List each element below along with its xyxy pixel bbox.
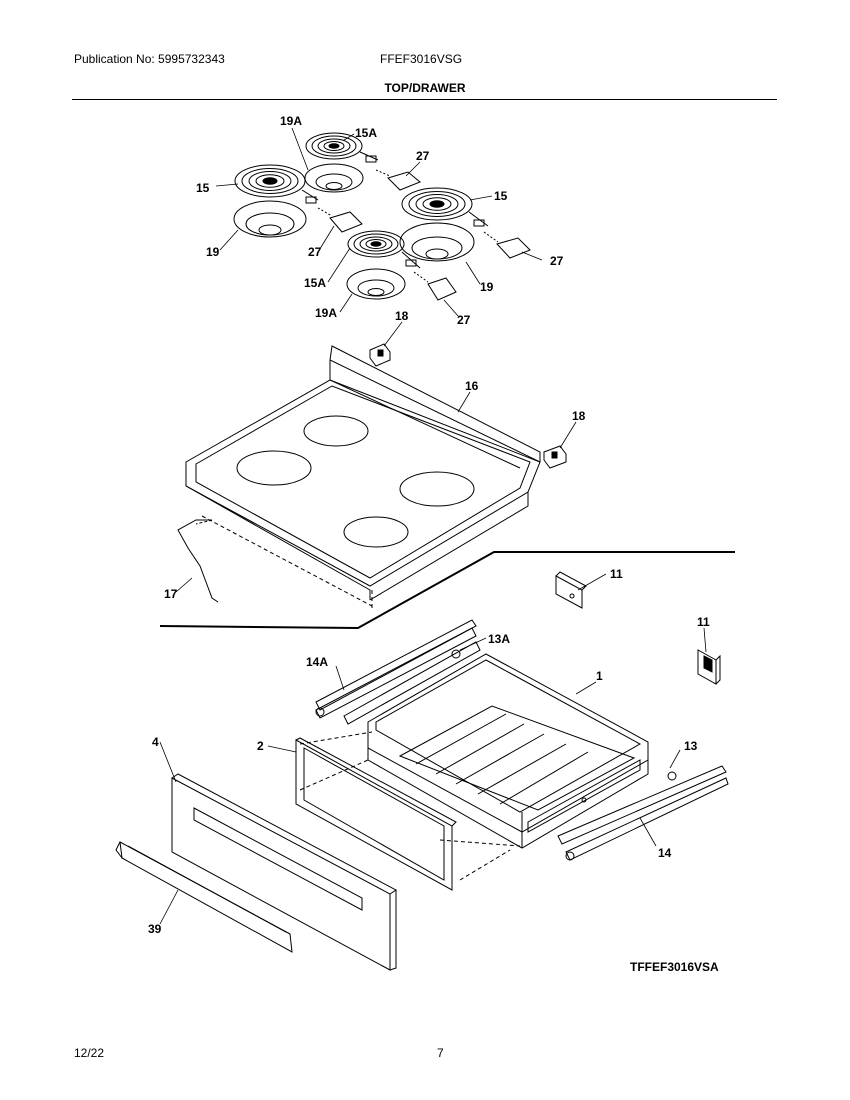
drawer-front-4	[171, 773, 397, 971]
callout-15A-top: 15A	[355, 126, 377, 140]
bracket-11-b	[697, 649, 721, 685]
receptacle-27-c	[483, 231, 531, 259]
bracket-18-top	[369, 343, 391, 367]
model-number: FFEF3016VSG	[380, 52, 463, 66]
callout-19-right: 19	[480, 280, 494, 294]
bracket-11-a	[555, 571, 587, 609]
callout-19A-bottom: 19A	[315, 306, 337, 320]
receptacle-27-b	[317, 207, 363, 233]
callout-27-a: 27	[416, 149, 430, 163]
callout-13: 13	[684, 739, 698, 753]
callout-19-left: 19	[206, 245, 220, 259]
assembly-guide-lines	[299, 731, 521, 881]
receptacle-27-d	[413, 271, 457, 301]
callout-15-left: 15	[196, 181, 210, 195]
drawer-body-1	[367, 653, 649, 849]
door-rod-17	[177, 519, 219, 603]
receptacle-27-a	[375, 169, 421, 191]
drawer-handle-39	[115, 841, 293, 953]
section-title: TOP/DRAWER	[384, 81, 466, 95]
surface-elements-group	[233, 132, 531, 301]
callout-11-a: 11	[610, 567, 623, 581]
coil-element-15A-top	[305, 132, 379, 163]
callout-27-d: 27	[457, 313, 471, 327]
footer-date: 12/22	[74, 1046, 105, 1060]
drawer-slide-14A	[315, 619, 481, 725]
callout-19A-top: 19A	[280, 114, 302, 128]
callout-2: 2	[257, 739, 264, 753]
callout-15A-bottom: 15A	[304, 276, 326, 290]
drip-pan-19-left	[233, 200, 307, 238]
leader-lines	[159, 127, 707, 925]
drip-pan-19A-bottom	[346, 268, 406, 300]
coil-element-15A-bottom	[347, 230, 421, 269]
callout-14A: 14A	[306, 655, 328, 669]
bracket-18-right	[543, 445, 567, 469]
drip-pan-19A-top	[304, 163, 364, 193]
section-divider-line	[159, 551, 735, 630]
drip-pan-19-right	[399, 222, 475, 262]
callout-14: 14	[658, 846, 672, 860]
header-rule	[72, 99, 777, 100]
callout-4: 4	[152, 735, 159, 749]
callout-39: 39	[148, 922, 162, 936]
coil-element-15-left	[234, 164, 319, 204]
callout-1: 1	[596, 669, 603, 683]
callout-18-right: 18	[572, 409, 586, 423]
callout-27-b: 27	[308, 245, 322, 259]
figure-code: TFFEF3016VSA	[630, 960, 719, 974]
callout-18-top: 18	[395, 309, 409, 323]
main-top-16	[185, 345, 541, 608]
drawer-slide-14	[557, 765, 729, 861]
callout-17: 17	[164, 587, 178, 601]
footer-page-number: 7	[437, 1046, 444, 1060]
callout-11-b: 11	[697, 615, 710, 629]
callout-27-c: 27	[550, 254, 564, 268]
publication-number: Publication No: 5995732343	[74, 52, 225, 66]
callout-15-right: 15	[494, 189, 508, 203]
drawer-inner-panel-2	[295, 737, 457, 891]
callout-13A: 13A	[488, 632, 510, 646]
callout-16: 16	[465, 379, 479, 393]
coil-element-15-right	[401, 187, 489, 227]
